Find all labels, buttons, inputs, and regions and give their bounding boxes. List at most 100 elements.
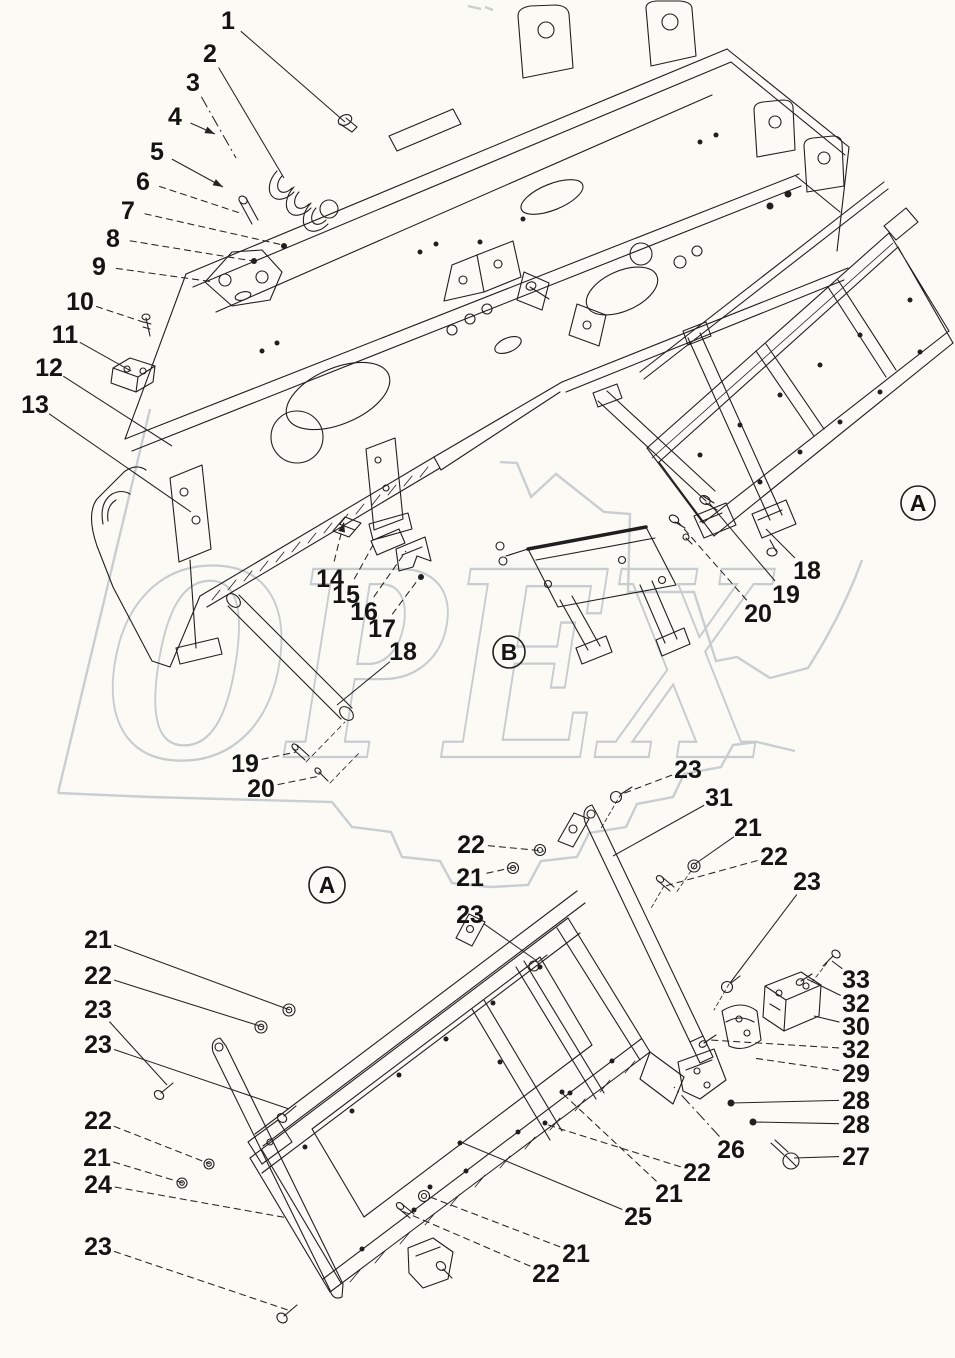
callout-label-23-34: 23 — [84, 1031, 112, 1059]
watermark-text: OPEX — [106, 515, 776, 818]
callout-label-32-40: 32 — [842, 990, 870, 1018]
flange-hatching — [211, 466, 429, 601]
callout-leader-22-52 — [401, 1210, 531, 1267]
callout-leader-21-49 — [561, 1092, 657, 1182]
callout-label-6-5: 6 — [136, 168, 150, 196]
lower-rail-bolts — [302, 964, 615, 1252]
callout-leader-23-34 — [113, 1048, 290, 1110]
bolt-1-drawing — [337, 114, 358, 133]
callout-leader-22-28 — [487, 845, 545, 852]
callout-label-28-44: 28 — [842, 1087, 870, 1115]
block-30-drawing — [762, 971, 822, 1032]
callout-leader-23-30 — [483, 923, 538, 962]
callout-label-21-49: 21 — [655, 1180, 683, 1208]
callout-label-9-8: 9 — [92, 253, 106, 281]
callout-leader-8-7 — [129, 240, 254, 262]
plate-15 — [370, 528, 406, 556]
callout-label-22-28: 22 — [457, 831, 485, 859]
callout-label-21-31: 21 — [84, 926, 112, 954]
callout-label-8-7: 8 — [106, 225, 120, 253]
callout-leader-32-40 — [806, 978, 841, 996]
callout-label-25-50: 25 — [624, 1203, 652, 1231]
callout-label-15-14: 15 — [332, 581, 360, 609]
callout-leader-16-15 — [373, 550, 407, 598]
view-marker-letter-A-0: A — [910, 490, 927, 516]
callout-label-23-38: 23 — [84, 1233, 112, 1261]
callout-leader-15-14 — [353, 544, 374, 580]
view-marker-letter-B-1: B — [501, 639, 518, 665]
callout-label-22-26: 22 — [760, 843, 788, 871]
callout-label-19-21: 19 — [772, 581, 800, 609]
block-11-drawing — [110, 357, 156, 393]
callout-leader-12-11 — [63, 375, 173, 447]
callout-label-16-15: 16 — [350, 598, 378, 626]
callout-leader-7-6 — [144, 213, 284, 246]
callout-label-2-1: 2 — [203, 40, 217, 68]
watermark: OPEX — [56, 4, 864, 889]
callout-leader-2-1 — [218, 67, 285, 179]
callout-label-23-30: 23 — [456, 901, 484, 929]
callout-leader-23-27 — [729, 894, 798, 984]
frame-bracket — [443, 240, 607, 347]
callout-label-30-41: 30 — [842, 1013, 870, 1041]
callout-leader-11-10 — [79, 341, 132, 372]
callout-label-21-25: 21 — [734, 814, 762, 842]
brace-24-drawing — [211, 1037, 344, 1299]
washer-8-dot — [251, 258, 257, 264]
mounting-lug — [517, 0, 845, 193]
view-marker-letter-A-2: A — [319, 872, 336, 898]
callout-leader-22-32 — [114, 979, 264, 1028]
callout-leader-26-47 — [673, 1086, 720, 1137]
callout-leader-22-26 — [664, 860, 758, 887]
callout-leader-28-45 — [753, 1121, 840, 1125]
callout-leader-28-44 — [731, 1099, 840, 1104]
callout-label-20-22: 20 — [744, 600, 772, 628]
callout-leader-19-21 — [709, 503, 776, 582]
callout-label-14-13: 14 — [316, 565, 344, 593]
callout-leader-21-36 — [113, 1161, 184, 1184]
bottom-bracket-drawing — [407, 1237, 454, 1289]
callout-leader-23-33 — [109, 1021, 168, 1086]
callout-leader-9-8 — [115, 267, 215, 283]
callout-label-33-39: 33 — [842, 966, 870, 994]
callout-label-28-45: 28 — [842, 1111, 870, 1139]
callout-label-21-51: 21 — [562, 1240, 590, 1268]
callout-leader-6-5 — [158, 185, 244, 215]
callout-label-23-27: 23 — [793, 868, 821, 896]
callout-label-22-52: 22 — [532, 1260, 560, 1288]
washer-28-a — [727, 1099, 735, 1107]
callout-leader-10-9 — [95, 305, 147, 324]
view-marker-circle-A-2 — [308, 866, 346, 904]
callout-leader-19-18 — [261, 751, 297, 760]
bracket-9-drawing — [204, 249, 283, 307]
callout-leader-17-16 — [391, 576, 421, 615]
callout-leader-24-37 — [114, 1186, 289, 1219]
callout-leader-22-48 — [544, 1123, 681, 1168]
subframe-a-drawing — [592, 181, 954, 557]
rivet-holes — [259, 132, 719, 354]
callout-leader-1-0 — [240, 30, 346, 123]
callout-leader-13-12 — [48, 413, 192, 513]
callout-label-20-19: 20 — [247, 775, 275, 803]
callout-leader-30-41 — [813, 1015, 840, 1023]
main-frame-drawing — [90, 0, 850, 668]
bolt — [153, 786, 841, 1324]
bracket-b-drawing — [495, 525, 691, 665]
rod-18-drawing — [226, 593, 361, 784]
callout-leader-27-46 — [793, 1156, 840, 1159]
callout-leader-3-2 — [200, 96, 237, 159]
callout-label-4-3: 4 — [168, 103, 182, 131]
lower-hatching — [349, 1060, 636, 1283]
callout-label-22-35: 22 — [84, 1107, 112, 1135]
callout-label-21-36: 21 — [83, 1144, 111, 1172]
callout-label-1-0: 1 — [221, 7, 235, 35]
lower-hardware — [153, 786, 841, 1324]
callout-labels-layer: 1234567891011121314151617181920181920233… — [21, 7, 870, 1288]
callout-leader-21-31 — [113, 944, 291, 1011]
callout-leader-21-25 — [694, 836, 735, 865]
bracket-26-drawing — [677, 1048, 727, 1100]
callout-label-18-17: 18 — [389, 638, 417, 666]
callout-label-26-47: 26 — [717, 1136, 745, 1164]
